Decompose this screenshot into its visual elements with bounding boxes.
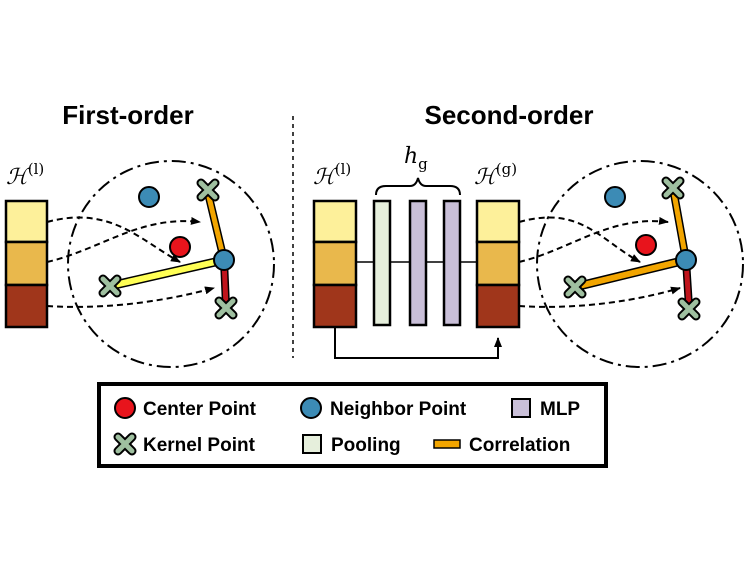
pooling-block: [372, 199, 392, 327]
skip-connection-arrow: [334, 327, 502, 359]
second-arrow-bottom: [518, 286, 681, 308]
legend-neighbor-label: Neighbor Point: [330, 399, 467, 420]
second-order-panel: ℋ(l) ℋ(g) hg: [312, 144, 744, 368]
feature-cell-dark: [475, 283, 521, 329]
legend-box: [97, 382, 608, 468]
legend-pooling-label: Pooling: [331, 435, 401, 456]
feature-cell-dark: [312, 283, 358, 329]
second-center-point: [635, 234, 657, 256]
second-order-title: Second-order: [424, 100, 593, 130]
hg-label: hg: [404, 144, 428, 173]
first-arrow-bottom: [46, 286, 215, 308]
first-feature-label: ℋ(l): [6, 160, 44, 190]
mlp-block-1: [408, 199, 428, 327]
first-order-panel: ℋ(l): [4, 160, 275, 368]
first-neighborhood-circle: [67, 160, 275, 368]
second-neighbor-point: [604, 186, 626, 208]
feature-cell-mid: [475, 240, 521, 287]
legend-correlation-icon: [433, 439, 461, 449]
second-feature-label-input: ℋ(l): [313, 160, 351, 190]
second-neighborhood-circle: [536, 160, 744, 368]
first-kernel-left: [98, 274, 122, 298]
legend-mlp-icon: [511, 398, 531, 418]
first-kernel-top: [196, 178, 220, 202]
second-link-orange-top: [670, 185, 689, 263]
legend-mlp-label: MLP: [540, 399, 580, 420]
first-kernel-bottom: [214, 296, 238, 320]
second-kernel-top: [661, 176, 685, 200]
second-kernel-left: [563, 275, 587, 299]
first-neighbor-point: [138, 186, 160, 208]
first-order-title: First-order: [62, 100, 193, 130]
second-link-orange-left: [572, 257, 689, 290]
feature-cell-mid: [312, 240, 358, 287]
first-link-yellow: [107, 257, 227, 289]
second-arrow-top: [518, 216, 641, 263]
first-feature-stack: [4, 199, 49, 329]
mlp-block-2: [442, 199, 462, 327]
legend-correlation-label: Correlation: [469, 435, 570, 456]
feature-cell-light: [312, 199, 358, 244]
feature-cell-mid: [4, 240, 49, 287]
feature-cell-light: [475, 199, 521, 244]
second-neighbor-point-active: [675, 249, 697, 271]
legend-pooling-icon: [302, 434, 322, 454]
second-feature-stack-input: [312, 199, 358, 329]
second-kernel-bottom: [677, 297, 701, 321]
legend-neighbor-icon: [300, 397, 322, 419]
hg-brace: [375, 177, 461, 196]
second-feature-stack-output: [475, 199, 521, 329]
first-neighbor-point-active: [213, 249, 235, 271]
second-feature-label-output: ℋ(g): [474, 160, 517, 190]
legend-center-label: Center Point: [143, 399, 257, 420]
feature-cell-light: [4, 199, 49, 244]
feature-cell-dark: [4, 283, 49, 329]
legend-kernel-label: Kernel Point: [143, 435, 256, 456]
legend: Center Point Neighbor Point MLP Kernel P…: [97, 382, 608, 468]
first-link-orange: [205, 190, 227, 263]
legend-center-icon: [114, 397, 136, 419]
legend-kernel-icon: [113, 432, 137, 456]
first-center-point: [169, 236, 191, 258]
first-arrow-top: [46, 216, 181, 263]
